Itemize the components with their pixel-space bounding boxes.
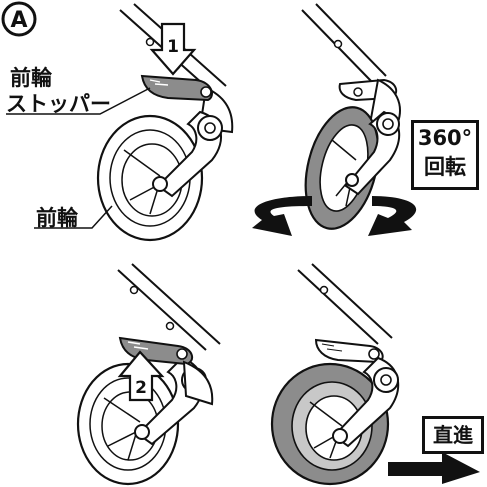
top-right-illustration — [252, 3, 417, 236]
straight-arrow — [388, 452, 480, 484]
step-1-number: 1 — [167, 37, 179, 57]
step-2-number: 2 — [135, 378, 147, 398]
rotation-value: 360° — [417, 126, 473, 150]
bottom-left-illustration — [76, 263, 221, 486]
bottom-right-illustration — [270, 263, 480, 486]
front-stopper-label-line2: ストッパー — [6, 92, 111, 116]
rotate-left-arrow — [252, 196, 312, 236]
front-wheel-label: 前輪 — [36, 206, 78, 230]
top-left-illustration — [6, 3, 234, 242]
panel-letter-circle — [1, 1, 37, 37]
panel-letter: A — [10, 8, 27, 33]
rotation-badge: 360° 回転 — [411, 120, 479, 190]
rotate-right-arrow — [368, 196, 417, 236]
straight-badge: 直進 — [422, 416, 484, 454]
push-up-arrow — [117, 350, 165, 402]
front-stopper-label-line1: 前輪 — [10, 66, 52, 90]
push-down-arrow — [149, 22, 197, 76]
rotation-text: 回転 — [424, 155, 466, 179]
